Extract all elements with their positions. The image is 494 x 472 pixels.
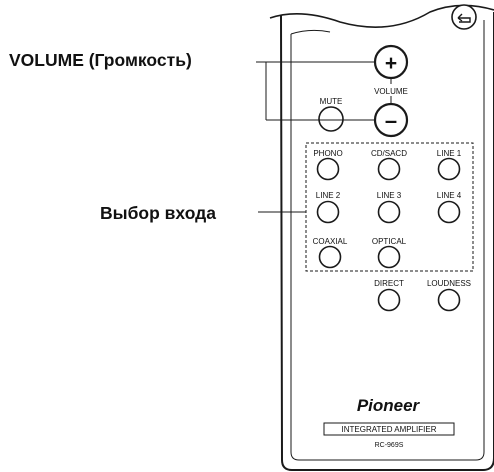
remote-body xyxy=(269,4,494,471)
input-select-callout-label: Выбор входа xyxy=(100,203,216,223)
product-name: INTEGRATED AMPLIFIER xyxy=(342,425,437,434)
product-name-box xyxy=(323,422,455,436)
return-icon xyxy=(457,13,471,23)
line1-label: LINE 1 xyxy=(437,149,462,158)
mute-button[interactable] xyxy=(318,106,344,132)
volume-up-symbol: + xyxy=(385,52,397,75)
optical-label: OPTICAL xyxy=(372,237,407,246)
brand-logo: Pioneer xyxy=(357,396,421,415)
volume-callout-label: VOLUME (Громкость) xyxy=(9,50,192,70)
line2-label: LINE 2 xyxy=(316,191,341,200)
volume-down-symbol: – xyxy=(385,108,397,133)
cd-sacd-label: CD/SACD xyxy=(371,149,407,158)
line3-label: LINE 3 xyxy=(377,191,402,200)
line3-button[interactable] xyxy=(377,200,401,224)
coaxial-button[interactable] xyxy=(318,245,342,269)
line4-button[interactable] xyxy=(437,200,461,224)
direct-label: DIRECT xyxy=(374,279,404,288)
phono-button[interactable] xyxy=(316,157,340,181)
phono-label: PHONO xyxy=(313,149,342,158)
model-number: RC-969S xyxy=(375,442,404,449)
cd-sacd-button[interactable] xyxy=(377,157,401,181)
mute-label: MUTE xyxy=(320,97,343,106)
volume-label: VOLUME xyxy=(374,87,408,96)
volume-callout-lines xyxy=(256,61,375,121)
line2-button[interactable] xyxy=(316,200,340,224)
loudness-button[interactable] xyxy=(437,288,461,312)
volume-down-button[interactable]: – xyxy=(373,102,409,138)
line4-label: LINE 4 xyxy=(437,191,462,200)
return-button[interactable] xyxy=(451,4,477,30)
loudness-label: LOUDNESS xyxy=(427,279,471,288)
direct-button[interactable] xyxy=(377,288,401,312)
volume-up-button[interactable]: + xyxy=(373,44,409,80)
coaxial-label: COAXIAL xyxy=(313,237,348,246)
input-selector-frame xyxy=(305,142,474,272)
line1-button[interactable] xyxy=(437,157,461,181)
optical-button[interactable] xyxy=(377,245,401,269)
